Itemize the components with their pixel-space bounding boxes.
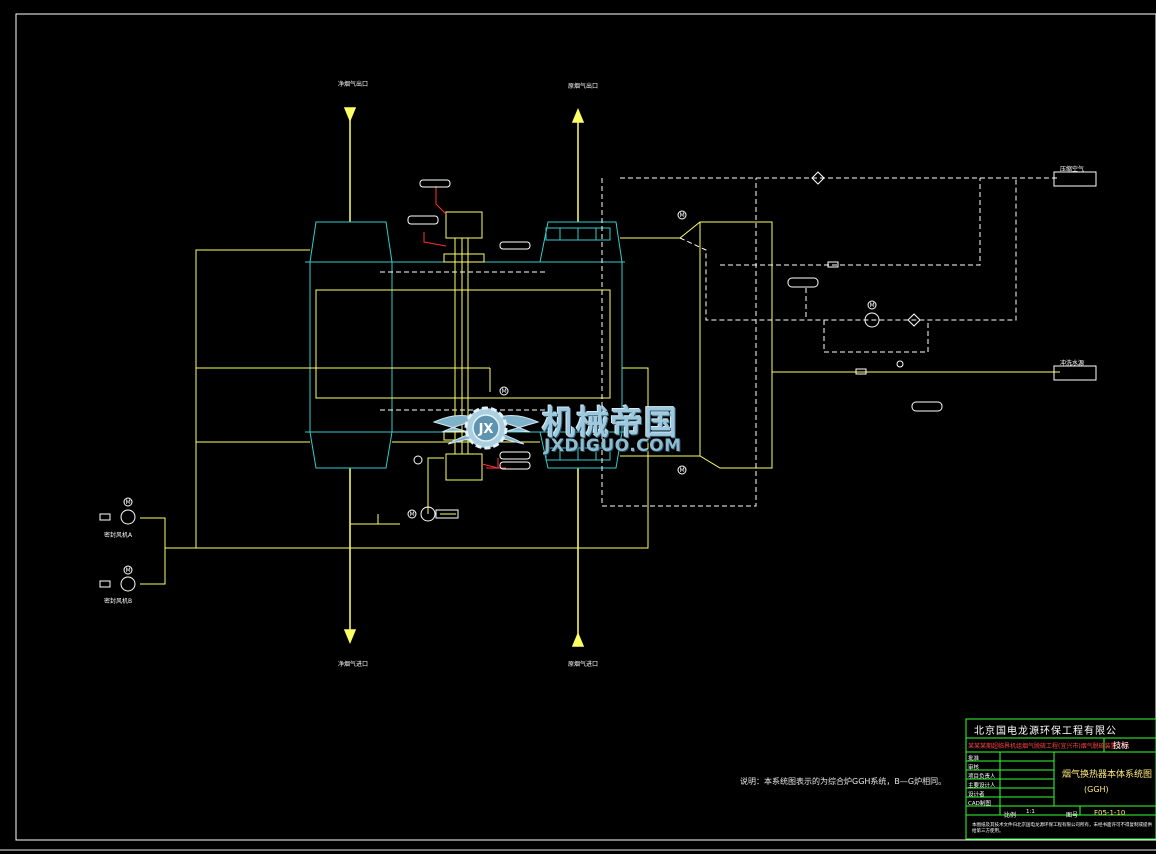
row-lead-designer: 主要设计人 bbox=[968, 783, 996, 789]
raw-flue-outlet-label: 原烟气出口 bbox=[568, 82, 598, 90]
drawing-border bbox=[15, 13, 1156, 841]
drawing-number: F05-1-10 bbox=[1094, 809, 1126, 817]
title-block: 北京国电龙源环保工程有限公 某某某期超临界机组烟气脱硫工程(宜兴市)烟气脱硫装置… bbox=[966, 719, 1156, 839]
booster-pump bbox=[420, 506, 436, 522]
watermark-text-en: JXDIGUO.COM bbox=[544, 436, 682, 456]
compressed-air-lines bbox=[601, 177, 1060, 507]
row-cad: CAD制图 bbox=[968, 801, 991, 807]
svg-text:M: M bbox=[126, 499, 131, 506]
seal-fan-a-label: 密封风机A bbox=[104, 531, 133, 539]
row-project-lead: 项目负责人 bbox=[968, 774, 996, 780]
instrument-tags bbox=[407, 179, 943, 519]
svg-text:M: M bbox=[870, 302, 875, 309]
drawing-subtitle: (GGH) bbox=[1084, 785, 1109, 794]
soot-blowers bbox=[545, 227, 611, 461]
seal-air-lines bbox=[140, 221, 1060, 585]
equipment-symbols bbox=[99, 171, 1097, 592]
title-block-frame bbox=[965, 718, 1156, 840]
svg-text:JX: JX bbox=[478, 422, 494, 437]
wash-water-label: 冲洗水源 bbox=[1060, 359, 1084, 367]
watermark-text-cn: 机械帝国 bbox=[542, 403, 678, 442]
seal-fan-a-motor bbox=[120, 509, 136, 525]
svg-text:M: M bbox=[680, 212, 685, 219]
seal-fan-b-motor bbox=[120, 576, 136, 592]
drawing-number-label: 图号 bbox=[1066, 812, 1079, 819]
compressed-air-label: 压缩空气 bbox=[1060, 165, 1084, 173]
motor-labels: M M M M M M M bbox=[126, 212, 875, 574]
clean-flue-outlet-label: 净烟气出口 bbox=[338, 80, 368, 88]
design-stage: 技标 bbox=[1113, 741, 1129, 750]
project-name: 某某某期超临界机组烟气脱硫工程(宜兴市)烟气脱硫装置工程 bbox=[968, 743, 1129, 750]
svg-text:M: M bbox=[126, 567, 131, 574]
drawing-note: 说明：本系统图表示的为综合炉GGH系统，B—G炉相同。 bbox=[740, 777, 947, 786]
title-block-footer: 本图纸及其技术文件归北京国电龙源环保工程有限公司所有，未经书面许可不得复制或提供… bbox=[972, 823, 1152, 834]
drawing-title: 烟气换热器本体系统图 bbox=[1062, 770, 1153, 780]
svg-text:M: M bbox=[680, 467, 685, 474]
row-approve: 批准 bbox=[968, 756, 980, 762]
gear-wings-icon: JX bbox=[432, 406, 540, 450]
raw-flue-inlet-label: 原烟气进口 bbox=[568, 660, 598, 668]
svg-text:M: M bbox=[502, 388, 507, 395]
clean-flue-inlet-label: 净烟气进口 bbox=[338, 660, 368, 668]
company-name: 北京国电龙源环保工程有限公 bbox=[974, 726, 1117, 737]
seal-fan-b-label: 密封风机B bbox=[104, 597, 132, 605]
svg-text:M: M bbox=[410, 511, 415, 518]
water-pump bbox=[864, 312, 880, 328]
watermark-logo: JX 机械帝国 JXDIGUO.COM bbox=[430, 392, 730, 464]
scale-label: 比例 bbox=[1004, 812, 1017, 819]
port-labels: 净烟气出口 原烟气出口 净烟气进口 原烟气进口 密封风机A 密封风机B 压缩空气… bbox=[104, 80, 1084, 668]
flue-ducts bbox=[343, 107, 585, 647]
instrument-wires bbox=[423, 186, 506, 469]
scale-value: 1:1 bbox=[1026, 809, 1035, 815]
row-designer: 设计者 bbox=[968, 792, 985, 798]
row-review: 审核 bbox=[968, 765, 980, 771]
